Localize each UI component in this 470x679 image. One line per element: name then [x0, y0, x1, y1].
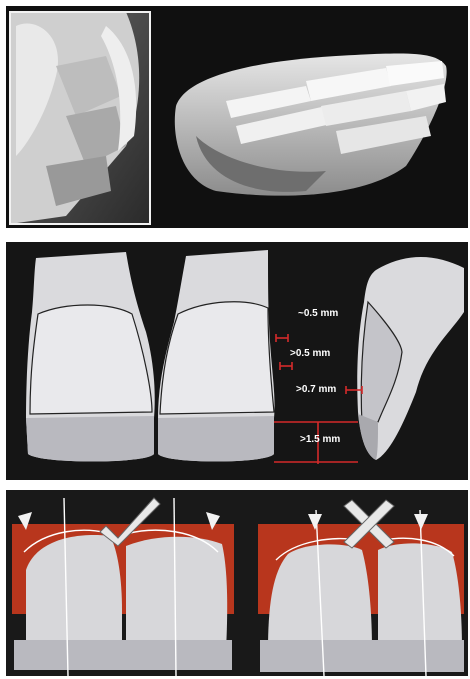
preparation-diagram — [6, 242, 468, 480]
insertion-path-panel — [6, 490, 468, 676]
preparation-depth-panel: ~0.5 mm >0.5 mm >0.7 mm >1.5 mm — [6, 242, 468, 480]
correct-preparation — [12, 498, 234, 676]
measurement-label-3: >0.7 mm — [296, 384, 336, 395]
measurement-label-1: ~0.5 mm — [298, 308, 338, 319]
insertion-path-diagram — [6, 490, 468, 676]
inset-photo — [10, 12, 150, 224]
model-photos-panel — [6, 6, 468, 228]
incorrect-preparation — [258, 500, 464, 676]
model-photos-illustration — [6, 6, 468, 228]
measurement-label-2: >0.5 mm — [290, 348, 330, 359]
measurement-label-4: >1.5 mm — [300, 434, 340, 445]
